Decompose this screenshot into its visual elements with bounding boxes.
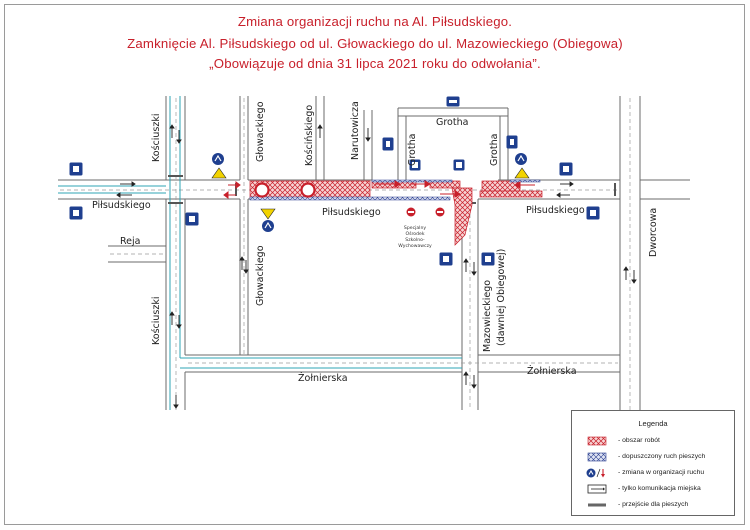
- street-dworcowa: Dworcowa: [648, 207, 659, 257]
- street-dawniej-obiegowej: (dawniej Obiegowej): [496, 248, 507, 346]
- legend-item-crossing-label: - przejście dla pieszych: [618, 501, 689, 508]
- warning-sign-1: [211, 167, 227, 179]
- blue-hatch-swatch: [587, 452, 607, 462]
- detour-sign-2: [262, 220, 274, 232]
- street-pilsudskiego-center: Piłsudskiego: [322, 207, 381, 218]
- street-glowackiego-top: Głowackiego: [255, 101, 266, 162]
- pedestrian-area: [249, 179, 541, 201]
- title-line-1: Zmiana organizacji ruchu na Al. Piłsudsk…: [237, 14, 513, 29]
- bus-lane-icon: [587, 484, 607, 494]
- warning-sign-3: [514, 167, 530, 179]
- legend-item-pedestrian-label: - dopuszczony ruch pieszych: [618, 453, 706, 460]
- street-mazowieckiego: Mazowieckiego: [482, 279, 493, 352]
- road-closed-sign-1: [254, 182, 270, 198]
- street-pilsudskiego-left: Piłsudskiego: [92, 200, 151, 211]
- street-grotha-right: Grotha: [489, 133, 500, 166]
- street-reja: Reja: [120, 236, 141, 247]
- detour-sign-3: [515, 153, 527, 165]
- road-closed-sign-2: [300, 182, 316, 198]
- crossing-icon: [588, 503, 606, 507]
- no-entry-sign-1: [406, 207, 416, 217]
- street-koscinskiego: Kościńskiego: [304, 104, 315, 166]
- sign-change-icon: [586, 468, 605, 478]
- legend-item-crossing: - przejście dla pieszych: [578, 500, 728, 512]
- street-zolnierska-left: Żołnierska: [298, 373, 348, 384]
- legend-title: Legenda: [638, 419, 668, 428]
- red-hatch-swatch: [587, 436, 607, 446]
- legend-item-change-label: - zmiana w organizacji ruchu: [618, 469, 705, 476]
- title-line-2: Zamknięcie Al. Piłsudskiego od ul. Głowa…: [127, 36, 623, 51]
- street-narutowicza: Narutowicza: [350, 101, 361, 160]
- legend-item-works-label: - obszar robót: [618, 437, 660, 444]
- street-kosciuszki-bottom: Kościuszki: [151, 296, 162, 345]
- street-pilsudskiego-right: Piłsudskiego: [526, 205, 585, 216]
- legend-item-works: - obszar robót: [578, 436, 728, 448]
- lane-arrows: [116, 124, 637, 409]
- legend-item-pedestrian: - dopuszczony ruch pieszych: [578, 452, 728, 464]
- street-grotha-left: Grotha: [407, 133, 418, 166]
- legend-item-bus: - tylko komunikacja miejska: [578, 484, 728, 496]
- street-kosciuszki-top: Kościuszki: [151, 113, 162, 162]
- street-glowackiego-bottom: Głowackiego: [255, 245, 266, 306]
- info-sign-marks: [73, 100, 596, 262]
- legend-item-bus-label: - tylko komunikacja miejska: [618, 485, 701, 492]
- detour-arrows: [223, 180, 535, 199]
- legend: Legenda - obszar robót - dopuszczony ruc…: [571, 410, 735, 516]
- title-line-3: „Obowiązuje od dnia 31 lipca 2021 roku d…: [209, 56, 541, 71]
- detour-sign-1: [212, 153, 224, 165]
- street-grotha-top: Grotha: [436, 117, 469, 128]
- lane-markings: [60, 98, 631, 410]
- warning-sign-2: [260, 208, 276, 220]
- no-entry-sign-2: [435, 207, 445, 217]
- legend-item-change: - zmiana w organizacji ruchu: [578, 468, 728, 480]
- map-frame: [4, 4, 745, 525]
- poi-school: Specjalny Ośrodek Szkolno-Wychowawczy: [398, 226, 432, 249]
- street-zolnierska-right: Żołnierska: [527, 366, 577, 377]
- works-area: [249, 180, 543, 246]
